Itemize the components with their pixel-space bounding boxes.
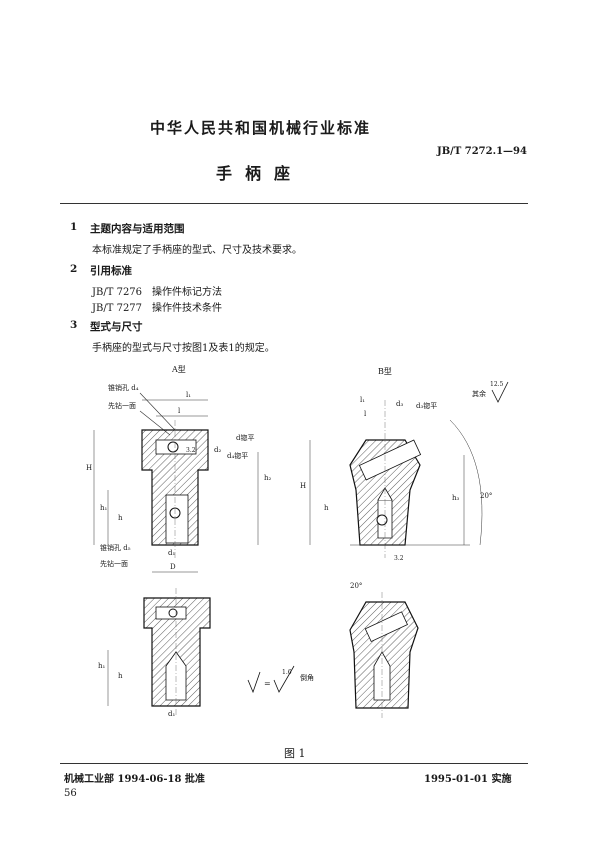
- header-divider: [60, 203, 528, 204]
- label-drill-one-side-bottom: 先钻一面: [100, 559, 128, 568]
- roughness-3-2-a: 3.2: [186, 447, 196, 454]
- page-number: 56: [64, 788, 77, 799]
- dim-l-b: l: [364, 410, 367, 418]
- label-d4-flush: d₄锪平: [227, 451, 248, 460]
- section-1-number: 1: [70, 221, 78, 233]
- dim-h2-a: h₂: [264, 474, 272, 482]
- angle-20-variant: 20°: [350, 582, 362, 590]
- dim-h-variant: h: [118, 672, 123, 680]
- section-1-text: 本标准规定了手柄座的型式、尺寸及技术要求。: [92, 245, 302, 256]
- organization-heading: 中华人民共和国机械行业标准: [150, 119, 372, 137]
- dim-l1-b: l₁: [360, 396, 365, 404]
- section-3-heading: 型式与尺寸: [90, 321, 143, 333]
- label-d-flush: d锪平: [236, 433, 254, 442]
- label-chamfer: 倒角: [300, 673, 314, 682]
- label-taper-pin-hole-d4: 锥销孔 d₄: [108, 383, 139, 392]
- dim-D-a: D: [170, 563, 176, 571]
- dim-d1-a: d₁: [168, 549, 175, 557]
- implementation-line: 1995-01-01 实施: [424, 774, 512, 785]
- section-2-number: 2: [70, 263, 78, 275]
- standard-number: JB/T 7272.1—94: [437, 146, 527, 157]
- document-title: 手柄座: [216, 164, 304, 183]
- label-taper-pin-hole-d5: 锥销孔 d₅: [100, 543, 131, 552]
- section-2-heading: 引用标准: [90, 265, 132, 277]
- dim-d1-variant: d₁: [168, 710, 175, 718]
- dim-h1-variant: h₁: [98, 662, 106, 670]
- dim-l-a: l: [178, 407, 181, 415]
- svg-text:=: =: [264, 679, 271, 688]
- figure-caption: 图 1: [284, 747, 306, 760]
- section-2-ref-2: JB/T 7277 操作件技术条件: [92, 303, 223, 314]
- type-a-label: A型: [171, 365, 186, 374]
- approval-line: 机械工业部 1994-06-18 批准: [64, 774, 205, 785]
- dim-d2-a: d₂: [214, 446, 221, 454]
- dim-h-b: h: [324, 504, 329, 512]
- dim-h3-b: h₃: [452, 494, 460, 502]
- dim-H-b: H: [300, 482, 306, 490]
- dim-h-a: h: [118, 514, 123, 522]
- dim-H-a: H: [86, 464, 92, 472]
- label-drill-one-side-top: 先钻一面: [108, 401, 136, 410]
- figure-1-drawing: A型 锥销孔 d₄ 先钻一面 l₁ l d₂ d₄锪平 d锪平 h₂ H h₁ …: [86, 365, 509, 718]
- type-a-section-view: [141, 420, 209, 558]
- section-3-number: 3: [70, 319, 78, 331]
- type-a-variant-view: [143, 588, 211, 716]
- dim-h1-a: h₁: [100, 504, 108, 512]
- type-b-section-view: [349, 400, 422, 558]
- roughness-symbol-left-icon: [247, 671, 261, 694]
- dim-l1-a: l₁: [186, 391, 191, 399]
- type-b-label: B型: [378, 367, 392, 376]
- angle-20-b: 20°: [480, 492, 492, 500]
- dim-d3-b: d₃: [396, 400, 403, 408]
- roughness-rest-label: 其余: [472, 389, 486, 398]
- type-b-variant-view: [349, 592, 419, 718]
- roughness-value-12-5: 12.5: [490, 381, 504, 388]
- footer-divider: [60, 763, 528, 764]
- roughness-symbol-icon: [491, 381, 509, 403]
- section-1-heading: 主题内容与适用范围: [90, 223, 185, 235]
- section-3-text: 手柄座的型式与尺寸按图1及表1的规定。: [92, 343, 275, 354]
- roughness-symbol-right-icon: [273, 665, 295, 693]
- roughness-1-6: 1.6: [282, 669, 292, 676]
- roughness-3-2-b: 3.2: [394, 555, 404, 562]
- label-d3-flush: d₃锪平: [416, 401, 437, 410]
- section-2-ref-1: JB/T 7276 操作件标记方法: [92, 287, 223, 298]
